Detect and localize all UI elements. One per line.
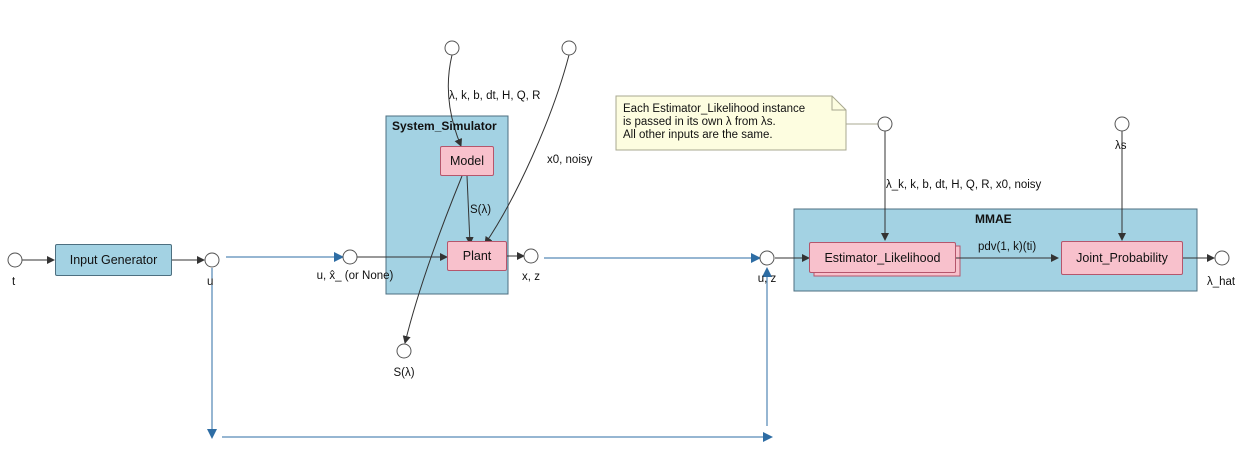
port-lambda-s xyxy=(1114,116,1130,132)
port-u xyxy=(204,252,220,268)
note-text: Each Estimator_Likelihood instance is pa… xyxy=(623,103,805,142)
mmae-title: MMAE xyxy=(975,212,1012,226)
s-lambda-out-label: S(λ) xyxy=(393,367,415,379)
pdv-label: pdv(1, k)(ti) xyxy=(978,241,1037,253)
wire-model-to-s-out xyxy=(402,175,463,344)
port-plant-params xyxy=(561,40,577,56)
plant-block: Plant xyxy=(447,241,507,271)
wire-noisy-to-plant xyxy=(484,54,570,245)
joint-probability-label: Joint_Probability xyxy=(1076,251,1168,265)
estimator-params-label: λ_k, k, b, dt, H, Q, R, x0, noisy xyxy=(886,179,1042,191)
wire-model-to-plant xyxy=(465,175,474,245)
u-z-label: u, z xyxy=(757,273,777,285)
port-s-lambda xyxy=(396,343,412,359)
note-line: All other inputs are the same. xyxy=(623,129,773,141)
t-label: t xyxy=(12,276,16,288)
port-u-xhat xyxy=(342,249,358,265)
input-generator-label: Input Generator xyxy=(69,253,158,267)
port-model-params xyxy=(444,40,460,56)
joint-probability-block: Joint_Probability xyxy=(1061,241,1183,275)
model-params-label: λ, k, b, dt, H, Q, R xyxy=(449,90,541,102)
note-line: is passed in its own λ from λs. xyxy=(623,116,776,128)
lambda-s-label: λs xyxy=(1115,140,1127,152)
estimator-likelihood-label: Estimator_Likelihood xyxy=(824,250,941,265)
model-block: Model xyxy=(440,146,494,176)
lambda-hat-label: λ_hat xyxy=(1207,276,1236,288)
u-label: u xyxy=(207,276,214,288)
note-shape xyxy=(615,95,847,151)
system-simulator-title: System_Simulator xyxy=(392,119,497,133)
wire-params-to-model xyxy=(447,54,463,147)
u-xhat-label: u, x̂_ (or None) xyxy=(316,270,394,282)
port-t xyxy=(7,252,23,268)
plant-params-label: x0, noisy xyxy=(547,154,593,166)
estimator-likelihood-block: Estimator_Likelihood xyxy=(809,242,956,273)
port-u-z xyxy=(759,250,775,266)
note-line: Each Estimator_Likelihood instance xyxy=(623,103,806,115)
s-lambda-edge-label: S(λ) xyxy=(470,204,492,216)
port-x-z xyxy=(523,248,539,264)
plant-label: Plant xyxy=(462,249,492,263)
port-estimator-params xyxy=(877,116,893,132)
input-generator-block: Input Generator xyxy=(55,244,172,276)
x-z-label: x, z xyxy=(522,271,540,283)
model-label: Model xyxy=(449,154,485,168)
port-lambda-hat xyxy=(1214,250,1230,266)
